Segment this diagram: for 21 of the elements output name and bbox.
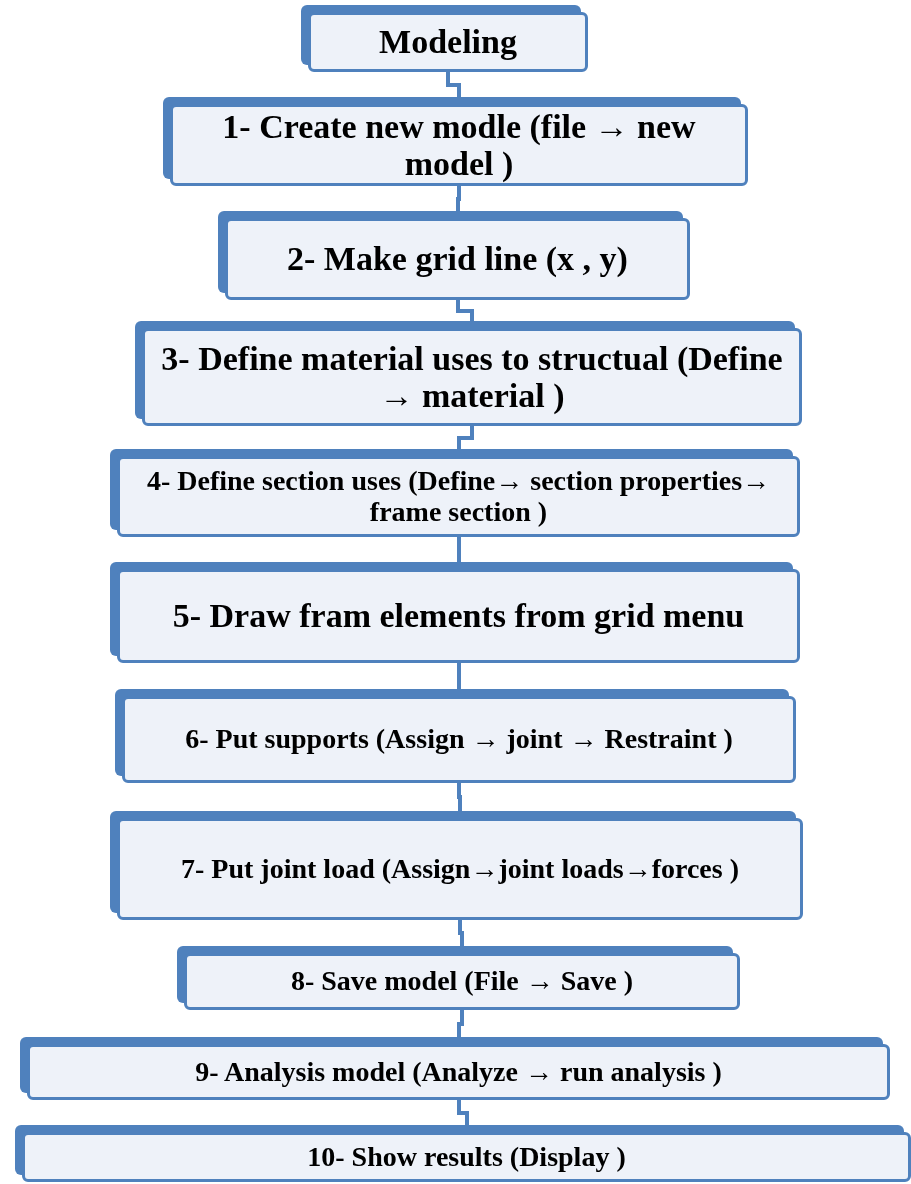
step-text: 1- Create new modle (file → new model ) bbox=[221, 107, 697, 183]
step-text: 10- Show results (Display ) bbox=[307, 1141, 626, 1173]
step-text: 4- Define section uses (Define→ section properties→ frame section ) bbox=[145, 465, 772, 528]
connector-line bbox=[456, 300, 474, 321]
connector-line bbox=[457, 783, 462, 811]
connector-line bbox=[457, 537, 461, 562]
step-text: Modeling bbox=[379, 23, 517, 61]
connector-line bbox=[458, 920, 464, 946]
step-text: 2- Make grid line (x , y) bbox=[287, 240, 628, 278]
connector-line bbox=[457, 663, 461, 689]
step-text: 6- Put supports (Assign → joint → Restraint ) bbox=[185, 724, 733, 755]
step-text: 9- Analysis model (Analyze → run analysis ) bbox=[195, 1056, 722, 1088]
step-text: 7- Put joint load (Assign→joint loads→forces ) bbox=[181, 853, 739, 885]
connector-line bbox=[457, 1010, 464, 1037]
connector-line bbox=[457, 426, 474, 449]
connector-line bbox=[446, 72, 461, 97]
connector-line bbox=[457, 1100, 469, 1125]
step-text: 8- Save model (File → Save ) bbox=[290, 966, 634, 997]
step-text: 5- Draw fram elements from grid menu bbox=[172, 597, 745, 635]
step-text: 3- Define material uses to structual (Define → material ) bbox=[160, 339, 784, 415]
connector-line bbox=[456, 186, 461, 211]
